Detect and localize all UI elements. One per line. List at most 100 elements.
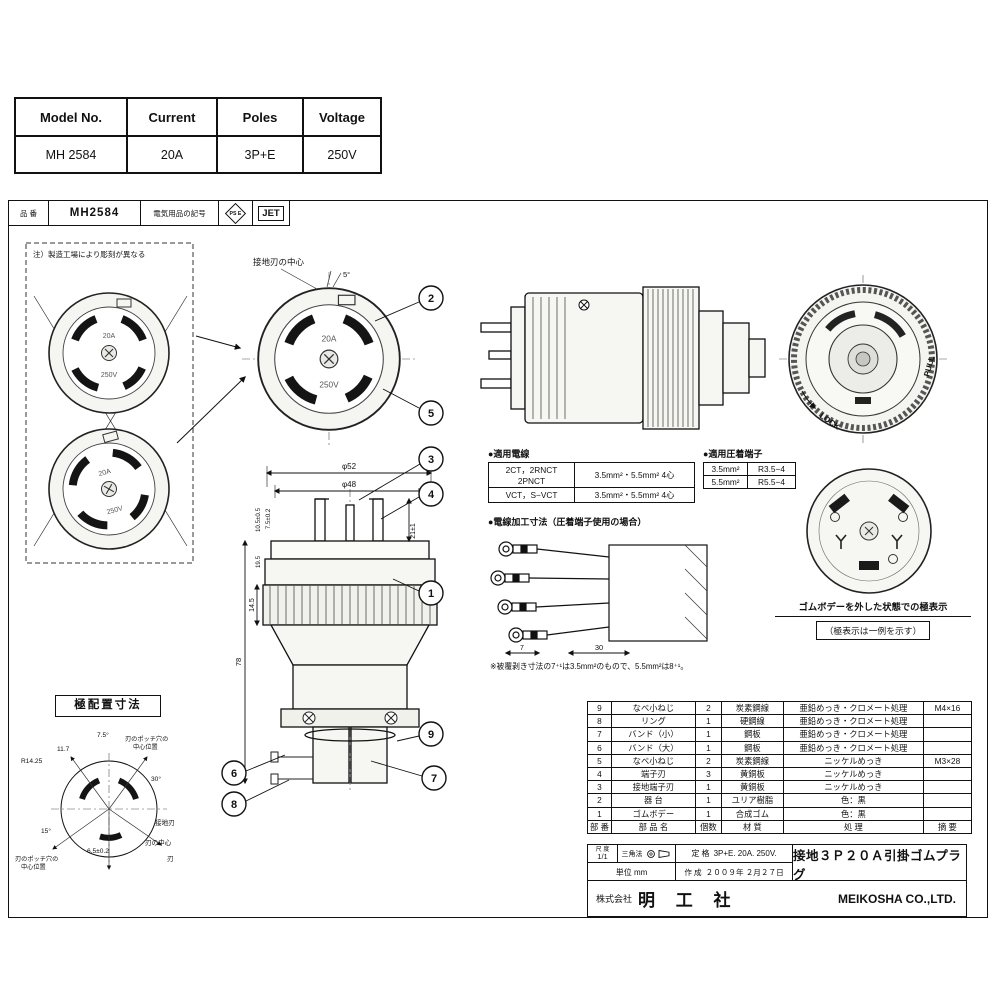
callout-3: 3 <box>358 446 444 501</box>
svg-text:刃のポッチ穴の: 刃のポッチ穴の <box>125 735 168 743</box>
callout-4: 4 <box>380 481 444 520</box>
pole-layout-title: 極配置寸法 <box>55 695 161 717</box>
company-prefix: 株式会社 <box>596 894 633 904</box>
svg-text:中心位置: 中心位置 <box>133 743 158 751</box>
dim-dia48: φ48 <box>342 480 357 489</box>
pole-display-caption: ゴムボデーを外した状態での極表示 （極表示は一例を示す） <box>775 599 971 640</box>
dim-10-5: 10.5±0.5 <box>255 507 262 532</box>
dim-7-5: 7.5±0.2 <box>265 508 272 529</box>
sheet-title-block: 品 番 MH2584 電気用品の記号 PS E JET <box>8 200 290 226</box>
table-row: 5.5mm² R5.5−4 <box>703 475 796 489</box>
spec-voltage: 250V <box>302 135 382 174</box>
drawing-title: 接地３Ｐ２０Ａ引掛ゴムプラグ <box>792 845 966 882</box>
dim-dia52: φ52 <box>342 462 357 471</box>
svg-text:7.5°: 7.5° <box>97 731 109 739</box>
svg-text:9: 9 <box>428 729 434 741</box>
spec-current: 20A <box>126 135 218 174</box>
terminal-table-title: ●適用圧着端子 <box>703 447 763 460</box>
spec-poles: 3P+E <box>216 135 304 174</box>
svg-text:11.7: 11.7 <box>57 746 70 753</box>
spec-model: MH 2584 <box>14 135 128 174</box>
company-block: 株式会社 明 工 社 MEIKOSHA CO.,LTD. <box>587 880 967 917</box>
plug-body-outline <box>262 540 438 784</box>
unit-cell: 単位 mm <box>588 863 676 881</box>
created-cell: 作 成 ２００９年 ２月２７日 <box>684 867 784 877</box>
crimp-section-title: ●電線加工寸法（圧着端子使用の場合） <box>488 515 647 528</box>
svg-text:R14.25: R14.25 <box>21 758 43 765</box>
callout-6: 6 <box>221 754 286 786</box>
rear-view: PULL LOCK <box>779 275 947 443</box>
svg-text:1: 1 <box>428 588 434 600</box>
svg-text:4: 4 <box>428 489 435 501</box>
svg-text:刃の中心: 刃の中心 <box>145 838 172 847</box>
strip-length-note: ※被覆剥き寸法の7⁺¹は3.5mm²のもので、5.5mm²は8⁺¹。 <box>490 661 689 672</box>
pole-display-view <box>806 468 932 594</box>
part-number-label: 品 番 <box>9 201 49 225</box>
svg-text:中心位置: 中心位置 <box>21 863 46 871</box>
third-angle-symbol <box>646 849 669 858</box>
assembled-ribs <box>532 289 694 427</box>
wire-table-title: ●適用電線 <box>488 447 530 460</box>
pse-mark: PS E <box>219 201 253 225</box>
table-row: 3.5mm² R3.5−4 <box>703 462 796 476</box>
svg-text:3: 3 <box>428 454 434 466</box>
callout-1: 1 <box>392 578 444 606</box>
angle-5-label: 5° <box>343 270 350 279</box>
table-row: VCT，S−VCT 3.5mm²・5.5mm² 4心 <box>488 487 695 503</box>
spec-value-row: MH 2584 20A 3P+E 250V <box>14 135 382 174</box>
electrical-mark-label: 電気用品の記号 <box>141 201 219 225</box>
rating-cell: 定 格 3P+E. 20A. 250V. <box>691 849 777 858</box>
pse-diamond-icon: PS E <box>224 202 247 224</box>
callout-5: 5 <box>382 388 444 426</box>
jet-mark: JET <box>253 201 289 225</box>
parts-table-header-row: 部 番部 品 名個数材 質処 理摘 要 <box>587 819 972 834</box>
front-view: 接地刃の中心 5° <box>242 257 416 446</box>
spec-header-current: Current <box>126 97 218 137</box>
spec-header-row: Model No. Current Poles Voltage <box>14 97 382 137</box>
svg-text:8: 8 <box>231 799 237 811</box>
svg-text:15°: 15° <box>41 827 51 835</box>
company-name: 明 工 社 <box>638 891 739 910</box>
svg-text:接地刃: 接地刃 <box>155 818 175 827</box>
svg-text:6.5±0.2: 6.5±0.2 <box>87 848 109 855</box>
drawing-sheet: 20A 250V 注）製造工場により彫刻が異なる <box>8 200 988 918</box>
pole-layout-labels: 7.5° 刃のポッチ穴の 中心位置 R14.25 11.7 30° 接地刃 刃の… <box>15 731 175 871</box>
dim-14-5: 14.5 <box>249 598 256 612</box>
dim-21: 21±1 <box>410 523 417 539</box>
company-name-en: MEIKOSHA CO.,LTD. <box>838 891 956 906</box>
crimp-terminal-drawing: 30 7 <box>490 541 708 656</box>
factory-note: 注）製造工場により彫刻が異なる <box>33 249 145 259</box>
terminal-table-section: ●適用圧着端子 3.5mm² R3.5−4 5.5mm² R5.5−4 <box>703 444 796 489</box>
dim-30: 30 <box>595 643 603 652</box>
clamp-screws <box>270 711 398 785</box>
y-contacts <box>835 534 903 549</box>
spec-header-model: Model No. <box>14 97 128 137</box>
engraving-variation-box: 注）製造工場により彫刻が異なる <box>25 242 246 563</box>
callout-9: 9 <box>396 721 444 747</box>
plug-blades <box>314 498 384 542</box>
svg-text:5: 5 <box>428 408 434 420</box>
projection-cell: 三角法 <box>618 845 676 862</box>
callout-8: 8 <box>221 779 290 817</box>
dim-7: 7 <box>520 645 524 652</box>
terminal-table: 3.5mm² R3.5−4 5.5mm² R5.5−4 <box>703 462 796 489</box>
spec-header-poles: Poles <box>216 97 304 137</box>
svg-text:30°: 30° <box>151 775 161 783</box>
knurl-lines <box>269 586 431 624</box>
pole-layout-drawing: 7.5° 刃のポッチ穴の 中心位置 R14.25 11.7 30° 接地刃 刃の… <box>15 731 175 871</box>
assembled-side-view <box>480 286 766 430</box>
svg-text:刃: 刃 <box>167 855 174 863</box>
side-view: φ52 φ48 <box>234 462 438 793</box>
